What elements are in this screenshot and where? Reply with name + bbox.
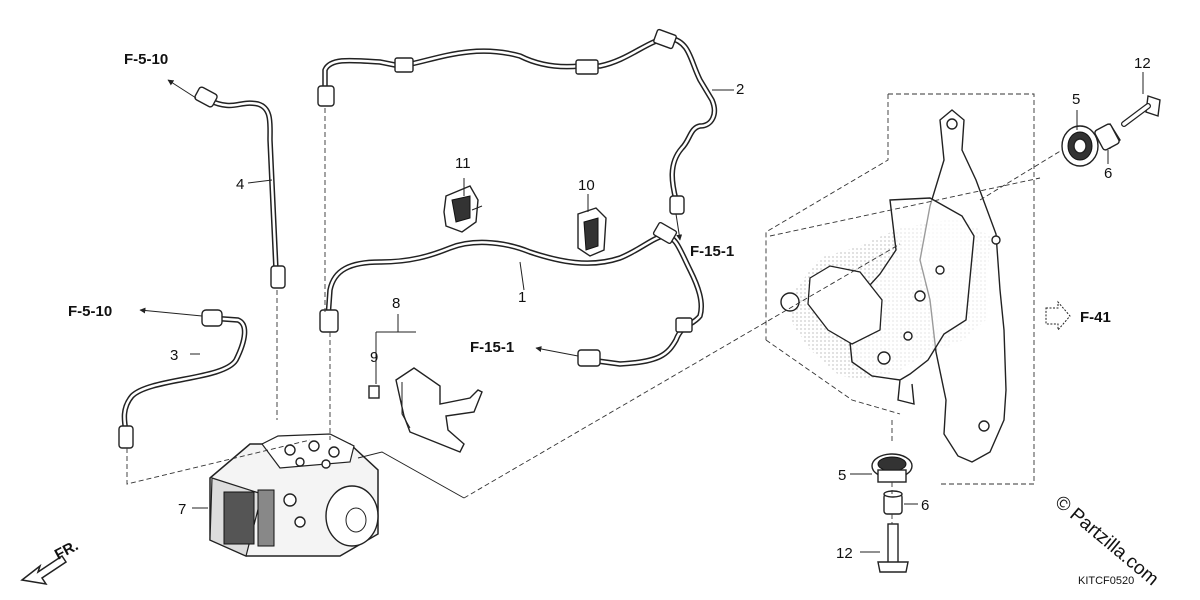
callout-12-upper: 12 xyxy=(1134,55,1151,72)
cushion-9[interactable] xyxy=(368,385,380,399)
pipe-3-top-fitting xyxy=(201,309,223,327)
pipe-2-right-fitting xyxy=(669,195,685,215)
callout-numbers: 1 2 3 4 5 5 6 6 7 8 9 10 11 12 12 xyxy=(170,55,1151,562)
bolt-12-lower[interactable] xyxy=(877,523,909,573)
diagram-code: KITCF0520 xyxy=(1078,575,1134,587)
bracket-8[interactable] xyxy=(395,367,483,453)
brake-pipe-4[interactable] xyxy=(194,86,286,289)
reference-arrows xyxy=(139,79,1071,357)
pipe-1-right-fitting xyxy=(577,349,601,367)
callout-10: 10 xyxy=(578,177,595,194)
callout-3: 3 xyxy=(170,347,178,364)
brake-pipe-1[interactable] xyxy=(319,221,704,367)
leader-lines xyxy=(190,72,1144,553)
callout-5-lower: 5 xyxy=(838,467,846,484)
callout-8: 8 xyxy=(392,295,400,312)
ref-f-5-10-mid[interactable]: F-5-10 xyxy=(68,303,112,320)
pipe-4-top-fitting xyxy=(194,86,218,108)
collar-6-upper[interactable] xyxy=(1094,123,1121,151)
pipe-1-left-fitting xyxy=(319,309,339,333)
pipe-3-bottom-fitting xyxy=(118,425,134,449)
callout-9: 9 xyxy=(370,349,378,366)
callout-2: 2 xyxy=(736,81,744,98)
collar-6-lower[interactable] xyxy=(883,490,903,515)
abs-mounting-bracket[interactable] xyxy=(780,109,1007,463)
brake-pipe-2[interactable] xyxy=(317,28,718,215)
brake-pipe-3[interactable] xyxy=(118,309,248,449)
ref-f-15-1-mid[interactable]: F-15-1 xyxy=(470,339,514,356)
figure-references: F-5-10 F-5-10 F-15-1 F-15-1 F-41 xyxy=(68,51,1111,356)
callout-6-lower: 6 xyxy=(921,497,929,514)
abs-modulator-7[interactable] xyxy=(209,433,379,557)
clip-11[interactable] xyxy=(443,185,483,233)
rubber-mount-5-upper[interactable] xyxy=(1061,125,1099,167)
callout-5-upper: 5 xyxy=(1072,91,1080,108)
bolt-12-upper[interactable] xyxy=(1121,95,1161,127)
dashed-guide-lines xyxy=(126,93,1100,524)
callout-1: 1 xyxy=(518,289,526,306)
ref-f-5-10-top[interactable]: F-5-10 xyxy=(124,51,168,68)
callout-7: 7 xyxy=(178,501,186,518)
pipe-4-bottom-fitting xyxy=(270,265,286,289)
clip-10[interactable] xyxy=(577,207,607,257)
callout-12-lower: 12 xyxy=(836,545,853,562)
callout-6-upper: 6 xyxy=(1104,165,1112,182)
front-direction-arrow: FR. xyxy=(20,537,81,586)
callout-11: 11 xyxy=(455,155,471,172)
ref-f-41[interactable]: F-41 xyxy=(1080,309,1111,326)
ref-f-15-1-right[interactable]: F-15-1 xyxy=(690,243,734,260)
rubber-mount-5-lower[interactable] xyxy=(871,453,913,483)
callout-4: 4 xyxy=(236,176,244,193)
pipe-2-left-fitting xyxy=(317,85,335,107)
